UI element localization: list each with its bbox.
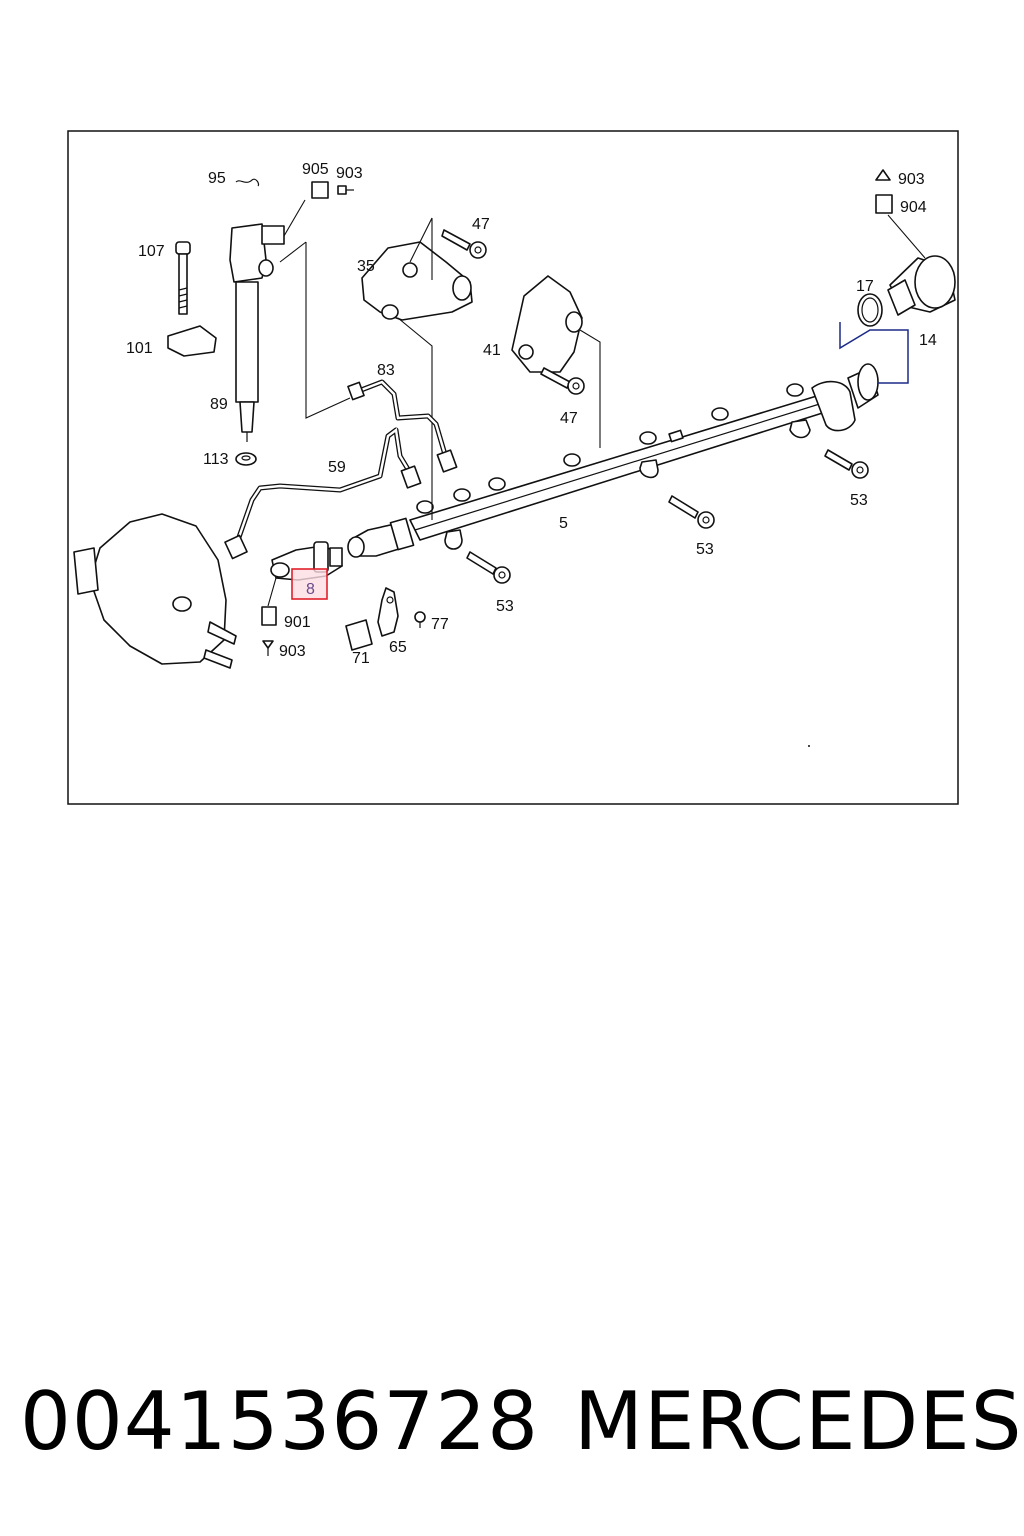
high-pressure-pump <box>73 513 237 669</box>
bracket-41 <box>511 275 583 373</box>
label-95: 95 <box>208 170 226 187</box>
label-903-top: 903 <box>336 165 363 182</box>
label-59: 59 <box>328 459 346 476</box>
label-47-bottom: 47 <box>560 410 578 427</box>
label-65: 65 <box>389 639 407 656</box>
label-903-right: 903 <box>898 171 925 188</box>
label-901: 901 <box>284 614 311 631</box>
injector-part <box>229 223 285 442</box>
bolt-107 <box>175 241 191 315</box>
label-53-right: 53 <box>850 492 868 509</box>
label-53-middle: 53 <box>696 541 714 558</box>
label-77: 77 <box>431 616 449 633</box>
label-17: 17 <box>856 278 874 295</box>
label-113: 113 <box>203 451 229 468</box>
label-8[interactable]: 8 <box>306 581 315 598</box>
label-905: 905 <box>302 161 329 178</box>
label-71: 71 <box>352 650 370 667</box>
label-35: 35 <box>357 258 375 275</box>
label-53-left: 53 <box>496 598 514 615</box>
brand-name: MERCEDES <box>574 1375 1023 1468</box>
bracket-35 <box>361 241 473 321</box>
pressure-regulator-part <box>857 255 956 327</box>
diagram-frame <box>67 130 959 805</box>
holder-65 <box>377 587 399 637</box>
label-83: 83 <box>377 362 395 379</box>
label-47-top: 47 <box>472 216 490 233</box>
bolt-53-left <box>466 551 511 584</box>
clamp-101 <box>167 325 217 357</box>
label-904: 904 <box>900 199 927 216</box>
rail-pressure-sensor <box>347 517 415 558</box>
label-89: 89 <box>210 396 228 413</box>
label-14: 14 <box>919 332 937 349</box>
footer: 0041536728 MERCEDES <box>0 1372 1024 1472</box>
label-107: 107 <box>138 243 165 260</box>
label-903-bottom: 903 <box>279 643 306 660</box>
bolt-53-right <box>824 449 869 479</box>
highlight-box-8[interactable] <box>291 568 328 600</box>
bolt-53-middle <box>668 495 715 529</box>
screw-77 <box>414 611 426 628</box>
bolt-47-top <box>441 229 487 259</box>
sleeve-71 <box>345 619 373 651</box>
label-41: 41 <box>483 342 501 359</box>
label-101: 101 <box>126 340 153 357</box>
pressure-pipes <box>224 379 458 560</box>
bolt-47-bottom <box>540 367 585 395</box>
fuel-rail-part <box>409 363 879 550</box>
part-number: 0041536728 <box>20 1375 539 1468</box>
label-5: 5 <box>559 515 568 532</box>
